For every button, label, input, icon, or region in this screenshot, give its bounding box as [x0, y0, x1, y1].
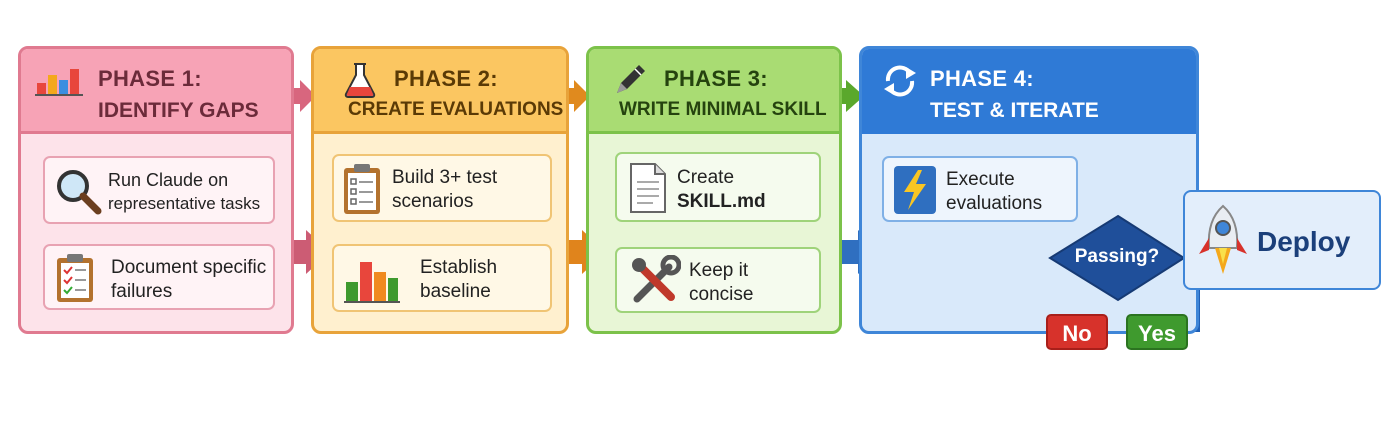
arrow-p1-p2-top	[290, 80, 316, 112]
clipboard-icon	[344, 164, 380, 214]
phase-2-subtitle: CREATE EVALUATIONS	[348, 99, 564, 120]
phase-3-subtitle: WRITE MINIMAL SKILL	[619, 99, 827, 120]
magnifier-icon	[57, 170, 102, 215]
phase-3-header: PHASE 3: WRITE MINIMAL SKILL	[589, 49, 839, 134]
step-build-line2: scenarios	[392, 191, 474, 212]
document-icon	[630, 163, 666, 213]
phase-3-title: PHASE 3:	[664, 66, 768, 91]
arrow-p3-p4-top	[838, 80, 864, 112]
step-establish-baseline: Establish baseline	[332, 244, 552, 312]
refresh-icon	[884, 65, 916, 97]
phase-1-header: PHASE 1: IDENTIFY GAPS	[21, 49, 291, 134]
step-run-claude: Run Claude on representative tasks	[43, 156, 275, 224]
deploy-box: Deploy	[1183, 190, 1381, 290]
phase-4-header: PHASE 4: TEST & ITERATE	[862, 49, 1196, 134]
step-build-line1: Build 3+ test	[392, 167, 498, 188]
tools-icon	[632, 255, 681, 303]
step-execute-line1: Execute	[946, 169, 1015, 190]
flask-icon	[344, 63, 376, 98]
bar-chart-icon	[35, 69, 83, 96]
yes-badge: Yes	[1126, 314, 1188, 350]
bar-chart-icon	[344, 262, 400, 303]
phase-4-panel: PHASE 4: TEST & ITERATE Execute evaluati…	[859, 46, 1199, 334]
rocket-icon	[1199, 204, 1247, 274]
arrow-p2-p3-top	[566, 80, 590, 112]
step-execute-line2: evaluations	[946, 193, 1043, 214]
step-execute-evaluations: Execute evaluations	[882, 156, 1078, 222]
phase-2-panel: PHASE 2: CREATE EVALUATIONS Build 3+ tes…	[311, 46, 569, 334]
deploy-label: Deploy	[1257, 226, 1351, 257]
step-build-scenarios: Build 3+ test scenarios	[332, 154, 552, 222]
phase-4-title: PHASE 4:	[930, 66, 1034, 91]
phase-2-title: PHASE 2:	[394, 66, 498, 91]
step-run-claude-line1: Run Claude on	[108, 170, 229, 190]
step-keep-concise: Keep it concise	[615, 247, 821, 313]
phase-2-header: PHASE 2: CREATE EVALUATIONS	[314, 49, 566, 134]
arrow-p1-p2-body	[284, 230, 330, 274]
step-keep-line2: concise	[689, 284, 754, 305]
decision-label: Passing?	[1074, 246, 1160, 267]
step-keep-line1: Keep it	[689, 260, 749, 281]
step-create-skill: Create SKILL.md	[615, 152, 821, 222]
step-document-line2: failures	[111, 281, 173, 302]
no-badge: No	[1046, 314, 1108, 350]
phase-3-panel: PHASE 3: WRITE MINIMAL SKILL Create SKIL…	[586, 46, 842, 334]
step-document-failures: Document specific failures	[43, 244, 275, 310]
step-create-line2: SKILL.md	[677, 191, 766, 212]
phase-1-title: PHASE 1:	[98, 66, 202, 91]
step-run-claude-line2: representative tasks	[108, 194, 261, 213]
pen-icon	[617, 65, 645, 93]
clipboard-checklist-icon	[57, 254, 93, 302]
step-establish-line1: Establish	[420, 257, 498, 278]
phase-4-subtitle: TEST & ITERATE	[930, 99, 1099, 122]
lightning-icon	[894, 166, 936, 214]
step-create-line1: Create	[677, 167, 735, 188]
step-establish-line2: baseline	[420, 281, 491, 302]
step-document-line1: Document specific	[111, 257, 267, 278]
phase-1-panel: PHASE 1: IDENTIFY GAPS Run Claude on rep…	[18, 46, 294, 334]
phase-1-subtitle: IDENTIFY GAPS	[98, 99, 259, 122]
